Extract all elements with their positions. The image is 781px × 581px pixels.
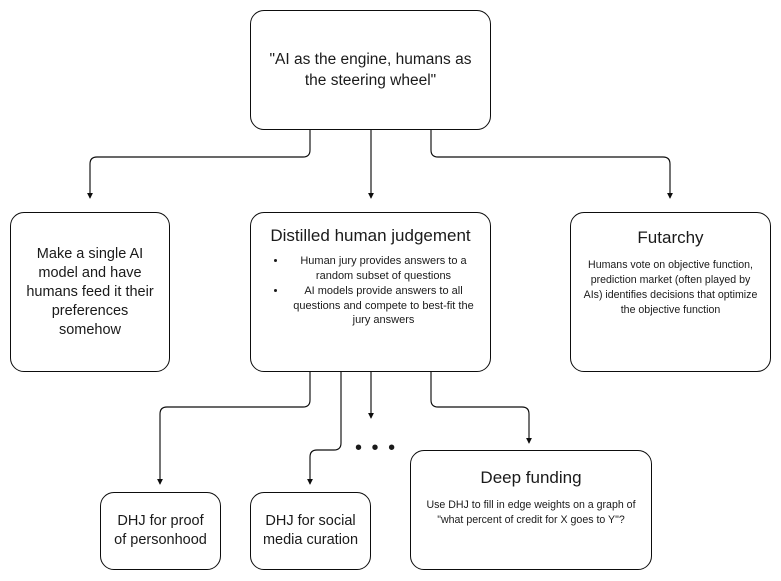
ellipsis-more-applications: • • • xyxy=(355,437,398,459)
node-single-ai-model[interactable]: Make a single AI model and have humans f… xyxy=(10,212,170,372)
node-dhj-social-media-curation-text: DHJ for social media curation xyxy=(262,513,359,548)
node-ai-engine-humans-steering[interactable]: "AI as the engine, humans as the steerin… xyxy=(250,10,491,130)
edge-dhj-to-social-media xyxy=(307,372,342,485)
node-title-text: "AI as the engine, humans as the steerin… xyxy=(269,51,472,89)
node-single-ai-model-text: Make a single AI model and have humans f… xyxy=(26,245,154,338)
node-distilled-human-judgement[interactable]: Distilled human judgement Human jury pro… xyxy=(250,212,491,372)
node-deep-funding-text: Use DHJ to fill in edge weights on a gra… xyxy=(426,499,636,526)
node-dhj-proof-of-personhood-text: DHJ for proof of personhood xyxy=(114,513,207,548)
node-futarchy-text: Humans vote on objective function, predi… xyxy=(583,259,758,316)
list-item: AI models provide answers to all questio… xyxy=(287,284,480,328)
edge-root-to-single-ai xyxy=(87,130,311,199)
edge-dhj-to-personhood xyxy=(157,372,311,485)
node-distilled-human-judgement-bullets: Human jury provides answers to a random … xyxy=(261,254,480,329)
list-item: Human jury provides answers to a random … xyxy=(287,254,480,283)
edge-root-to-futarchy xyxy=(430,130,673,199)
node-deep-funding-title: Deep funding xyxy=(480,468,582,487)
node-dhj-proof-of-personhood[interactable]: DHJ for proof of personhood xyxy=(100,492,221,570)
node-deep-funding[interactable]: Deep funding Use DHJ to fill in edge wei… xyxy=(410,450,652,570)
node-futarchy-title: Futarchy xyxy=(637,228,704,247)
node-dhj-social-media-curation[interactable]: DHJ for social media curation xyxy=(250,492,371,570)
node-futarchy[interactable]: Futarchy Humans vote on objective functi… xyxy=(570,212,771,372)
node-distilled-human-judgement-title: Distilled human judgement xyxy=(270,226,471,245)
edge-dhj-to-deep-funding xyxy=(430,372,532,444)
